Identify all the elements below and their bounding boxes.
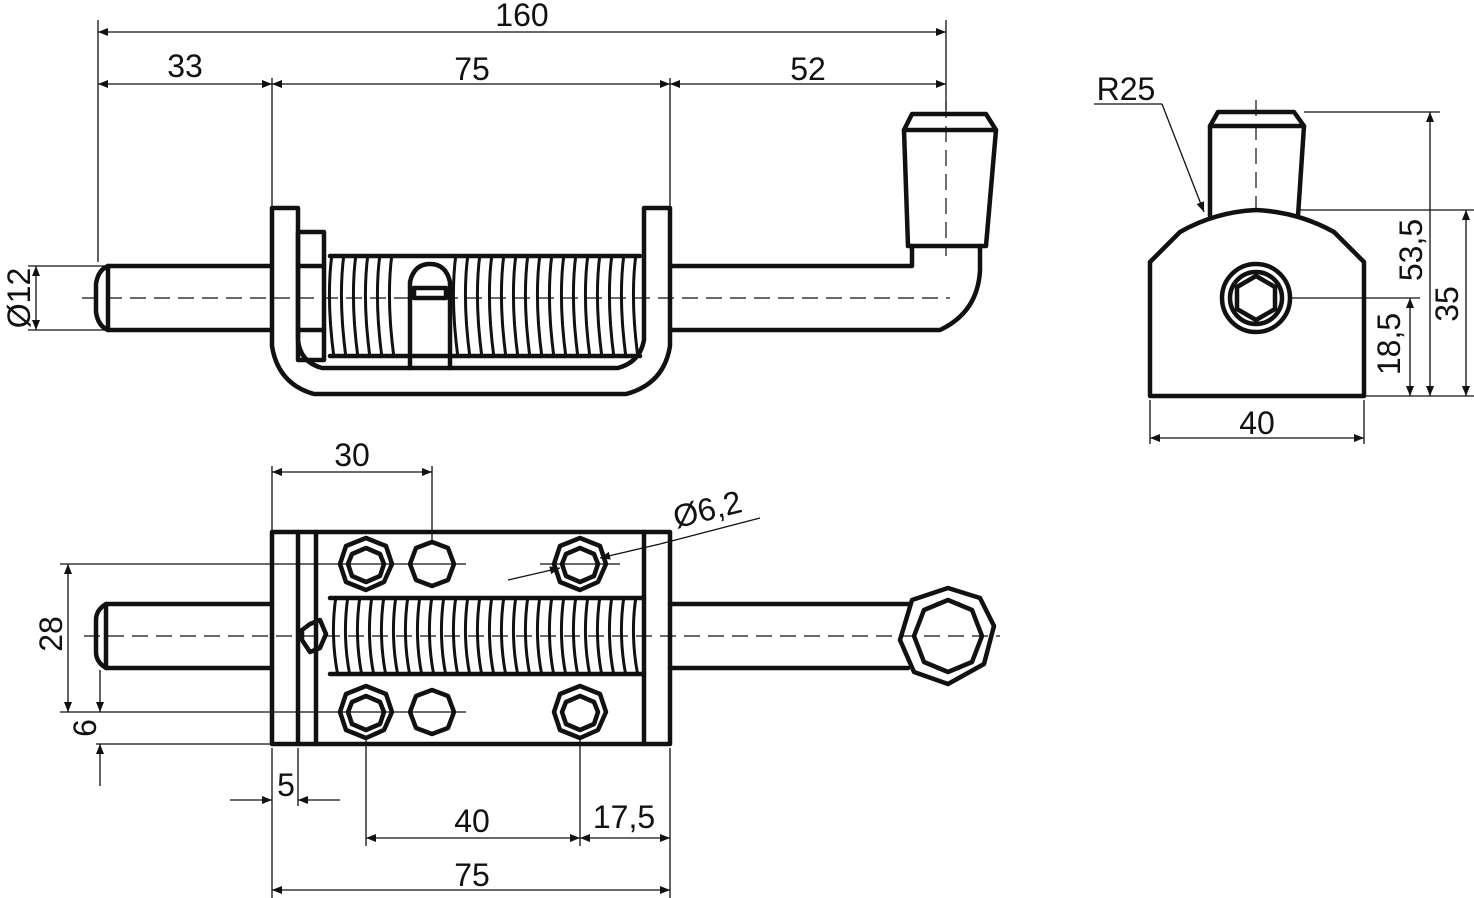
slot-pin (407, 261, 453, 371)
hole-bottom-mid (407, 687, 457, 737)
side-view: R25 53,5 35 18,5 40 (1094, 71, 1474, 444)
dim-pin-diameter: Ø12 (1, 268, 37, 328)
dim-hole-row-spacing: 28 (33, 616, 69, 652)
spring-front (327, 253, 643, 359)
dim-hole-spacing-second: 40 (454, 803, 490, 839)
dim-housing-length-front: 75 (454, 51, 490, 87)
dim-radius: R25 (1097, 71, 1156, 107)
dim-hole-edge-offset: 6 (67, 719, 103, 737)
dim-overall-length: 160 (495, 0, 548, 33)
cross-pin (299, 617, 329, 655)
collar (295, 229, 327, 363)
front-view: 160 33 75 52 Ø12 (1, 0, 999, 397)
dim-hole-diameter: Ø6,2 (669, 483, 745, 535)
dim-side-width: 40 (1239, 405, 1275, 441)
top-handle-end (897, 585, 997, 687)
dim-housing-length-top: 75 (454, 857, 490, 893)
dim-hole-spacing-first: 30 (334, 437, 370, 473)
side-body (1147, 207, 1367, 399)
dim-body-height: 35 (1429, 286, 1465, 322)
dim-overall-height: 53,5 (1393, 219, 1429, 281)
dim-pin-extension: 33 (167, 48, 203, 84)
bolt-bottom-right (551, 683, 609, 741)
pin-handle-bend (667, 243, 983, 333)
dim-flange-thickness: 5 (277, 767, 295, 803)
dim-pin-axis-height: 18,5 (1371, 313, 1407, 375)
dim-handle-offset: 52 (790, 51, 826, 87)
bolt-top-left (337, 535, 395, 593)
top-pin-right (667, 601, 911, 671)
dim-hole-end-offset: 17,5 (593, 799, 655, 835)
bolt-bottom-left (337, 683, 395, 741)
top-view: 30 Ø6,2 28 6 5 40 17,5 75 (33, 437, 1000, 898)
hole-top-mid (407, 539, 457, 589)
top-housing (269, 529, 673, 747)
side-pin-end (1219, 261, 1293, 335)
handle-grip (901, 111, 999, 249)
spring-top (327, 595, 647, 677)
